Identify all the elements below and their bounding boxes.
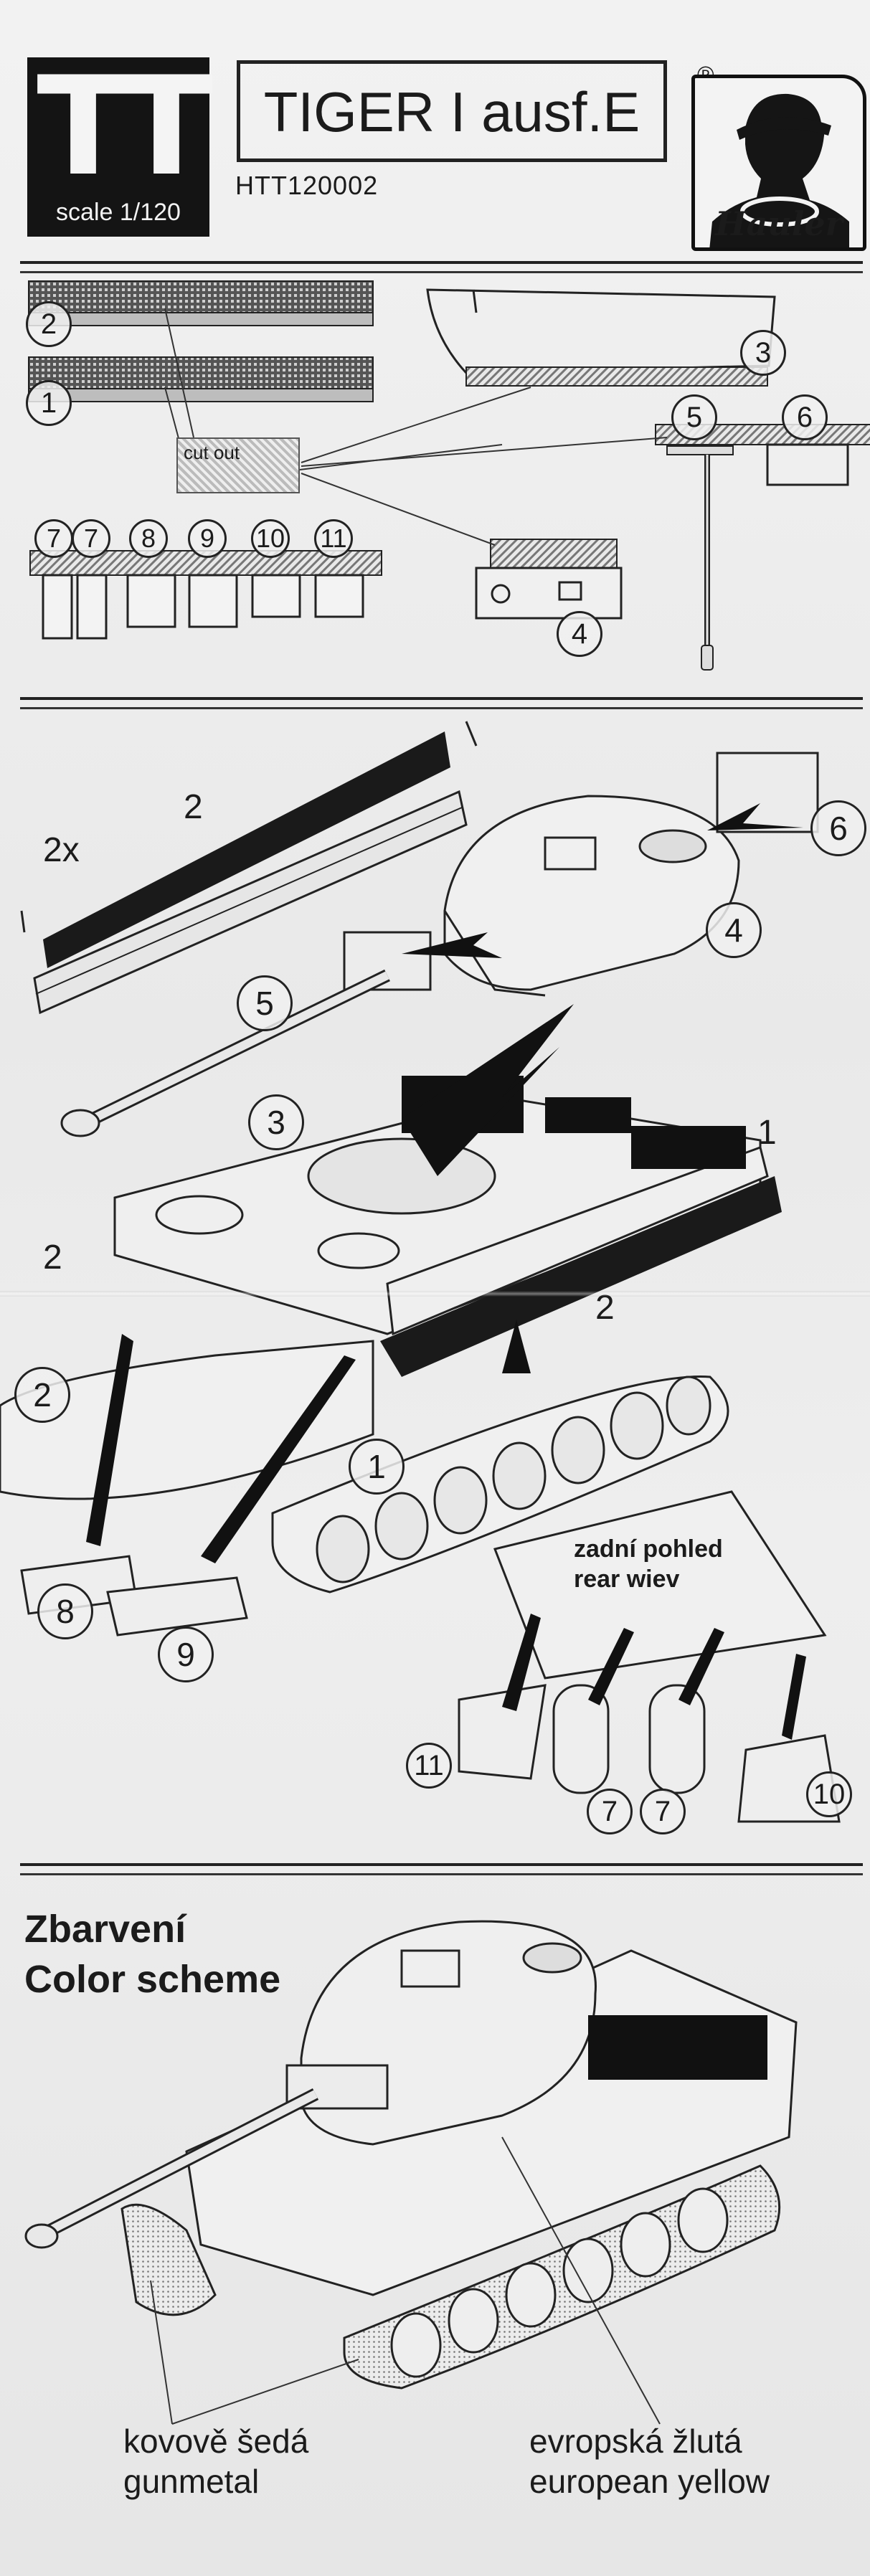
parts-rule xyxy=(20,697,863,700)
assembly-number-7b: 7 xyxy=(640,1789,686,1834)
fender-strip-2 xyxy=(28,280,374,326)
driver-silhouette-icon xyxy=(709,93,849,247)
assembly-hull xyxy=(113,1004,782,1377)
part-number-9: 9 xyxy=(188,519,227,558)
assembly-fenders xyxy=(20,721,478,1015)
assembly-number-7a: 7 xyxy=(587,1789,633,1834)
logo-letters: TT xyxy=(37,47,213,206)
assembly-number-6: 6 xyxy=(810,800,866,856)
assembly-number-4: 4 xyxy=(706,902,762,958)
assembly-number-9: 9 xyxy=(158,1626,214,1682)
part-number-5: 5 xyxy=(671,394,717,440)
part-number-8: 8 xyxy=(129,519,168,558)
small-parts-row xyxy=(29,550,382,640)
cut-out-text: cut out xyxy=(184,442,240,463)
part-number-2: 2 xyxy=(26,301,72,347)
part-number-6: 6 xyxy=(782,394,828,440)
gunmetal-label: kovově šedá gunmetal xyxy=(123,2421,308,2501)
assembly-label-2-left: 2 xyxy=(43,1239,62,1277)
gunmetal-cz: kovově šedá xyxy=(123,2423,309,2460)
assembly-gun-barrel xyxy=(60,931,502,1137)
quantity-2x: 2x xyxy=(43,831,80,869)
paper-fold xyxy=(0,1291,870,1297)
gunmetal-en: gunmetal xyxy=(123,2463,260,2500)
yellow-cz: evropská žlutá xyxy=(529,2423,742,2460)
product-code: HTT120002 xyxy=(235,171,379,200)
parts-rule-2 xyxy=(20,707,863,709)
assembly-number-10: 10 xyxy=(806,1771,852,1817)
part-number-1: 1 xyxy=(26,380,72,426)
part-number-10: 10 xyxy=(251,519,290,558)
part-number-7a: 7 xyxy=(34,519,73,558)
assembly-label-1: 1 xyxy=(757,1114,777,1152)
yellow-en: european yellow xyxy=(529,2463,770,2500)
header-rule-2 xyxy=(20,271,863,273)
cut-out-leader-lines xyxy=(164,308,668,546)
barrel-and-bar-part xyxy=(655,424,870,671)
assembly-number-3: 3 xyxy=(248,1094,304,1150)
title-box: TIGER I ausf.E xyxy=(237,60,667,162)
header-rule xyxy=(20,261,863,264)
hauler-logo: Hauler xyxy=(691,75,866,251)
scale-label: scale 1/120 xyxy=(56,199,181,226)
assembly-number-11: 11 xyxy=(406,1743,452,1789)
assembly-rule-2 xyxy=(20,1873,863,1875)
model-title: TIGER I ausf.E xyxy=(263,80,640,143)
turret-front-part xyxy=(475,539,623,620)
part-number-4: 4 xyxy=(557,611,602,657)
color-title-cz: Zbarvení xyxy=(24,1908,186,1951)
assembly-running-gear xyxy=(0,1320,729,1594)
assembly-number-8: 8 xyxy=(37,1583,93,1639)
cut-out-label: cut out xyxy=(176,437,300,493)
assembly-turret xyxy=(443,752,819,997)
assembly-rule xyxy=(20,1863,863,1866)
rear-view-label-en: rear wiev xyxy=(574,1566,680,1593)
color-scheme-title: Zbarvení Color scheme xyxy=(24,1904,280,2004)
rear-view-label-cz: zadní pohled xyxy=(574,1535,723,1563)
assembly-label-2-right: 2 xyxy=(595,1289,615,1327)
part-number-11: 11 xyxy=(314,519,353,558)
color-title-en: Color scheme xyxy=(24,1958,281,2001)
part-number-7b: 7 xyxy=(72,519,110,558)
engine-deck-part xyxy=(426,288,776,387)
assembly-number-5: 5 xyxy=(237,975,293,1031)
fender-label-2: 2 xyxy=(184,788,203,826)
color-scheme-tank xyxy=(24,1920,798,2425)
fender-strip-1 xyxy=(28,356,374,402)
european-yellow-label: evropská žlutá european yellow xyxy=(529,2421,770,2501)
assembly-number-1: 1 xyxy=(349,1439,405,1495)
assembly-number-2: 2 xyxy=(14,1367,70,1423)
tt-logo: TT scale 1/120 xyxy=(27,47,213,237)
brand-name: Hauler xyxy=(715,204,843,243)
part-number-3: 3 xyxy=(740,330,786,376)
